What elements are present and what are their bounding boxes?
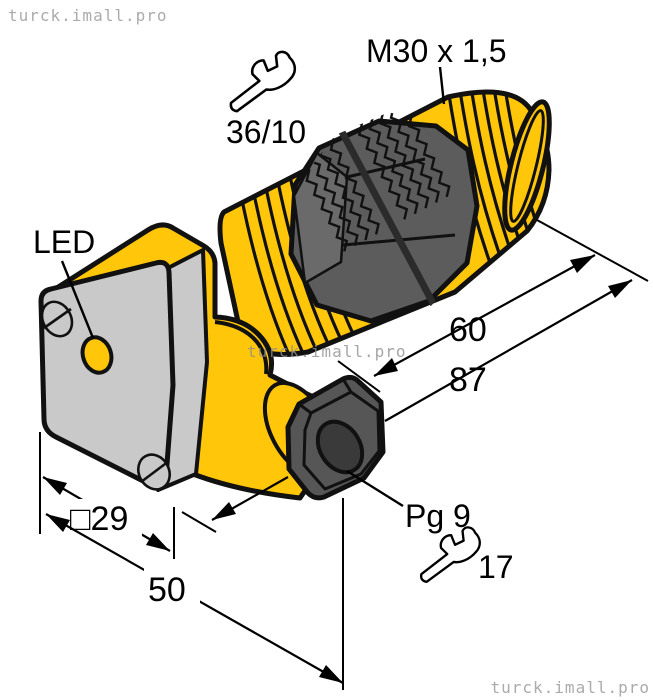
extension-line-flange-front: [181, 511, 217, 533]
watermark-center: turck.imall.pro: [247, 342, 407, 361]
nut-facet-edge: [346, 157, 426, 179]
arrowhead: [43, 477, 67, 495]
extension-line-thread-start: [337, 360, 381, 393]
dimension-text-backing: [144, 567, 200, 607]
led-label: LED: [33, 224, 95, 260]
led-indicator: [80, 335, 114, 375]
wrench-size-top-label: 36/10: [226, 114, 306, 150]
screw-slot: [140, 459, 170, 484]
mounting-flange: [38, 248, 209, 492]
leader-line-led: [60, 260, 95, 339]
gland-hex-face-edge: [302, 390, 381, 491]
gland-cable-hole: [315, 419, 365, 475]
dimension-60-label: 60: [449, 311, 487, 349]
barrel-tip-face: [502, 99, 552, 233]
watermark-bottom-right: turck.imall.pro: [491, 678, 651, 697]
arrowhead: [570, 255, 595, 273]
wrench-icon: [229, 50, 297, 113]
arrowhead: [608, 280, 632, 298]
dimension-text-backing: [66, 499, 142, 536]
gland-thickness-edges: [298, 378, 353, 415]
watermark-top-left: turck.imall.pro: [8, 6, 168, 25]
flange-front-face: [38, 259, 176, 490]
cable-gland-label: Pg 9: [405, 498, 471, 534]
arrowhead: [374, 358, 398, 376]
dimension-87-label: 87: [449, 361, 487, 399]
wrench-size-bottom-label: 17: [478, 549, 514, 585]
wrench-icon: [419, 526, 481, 584]
barrel-tip-thread-ring: [509, 109, 545, 223]
leader-line-gland: [346, 469, 404, 508]
screw-slot: [43, 307, 72, 330]
arrowhead: [319, 665, 343, 683]
dimension-line-60: [373, 254, 596, 377]
thread-spec-label: M30 x 1,5: [366, 33, 507, 69]
arrowhead: [212, 502, 236, 520]
dimension-50-label: 50: [148, 571, 186, 609]
cable-gland-pg9: [262, 374, 386, 501]
housing-shoulder-contour: [214, 320, 269, 375]
arrowhead: [46, 514, 70, 532]
screw-hole-bottom-right: [136, 453, 172, 491]
leader-line-thread-spec: [438, 66, 446, 105]
dimension-29-label: □29: [70, 500, 128, 538]
screw-hole-top-left: [40, 300, 74, 338]
arrowhead: [146, 533, 170, 551]
extension-line-tip: [536, 219, 649, 282]
